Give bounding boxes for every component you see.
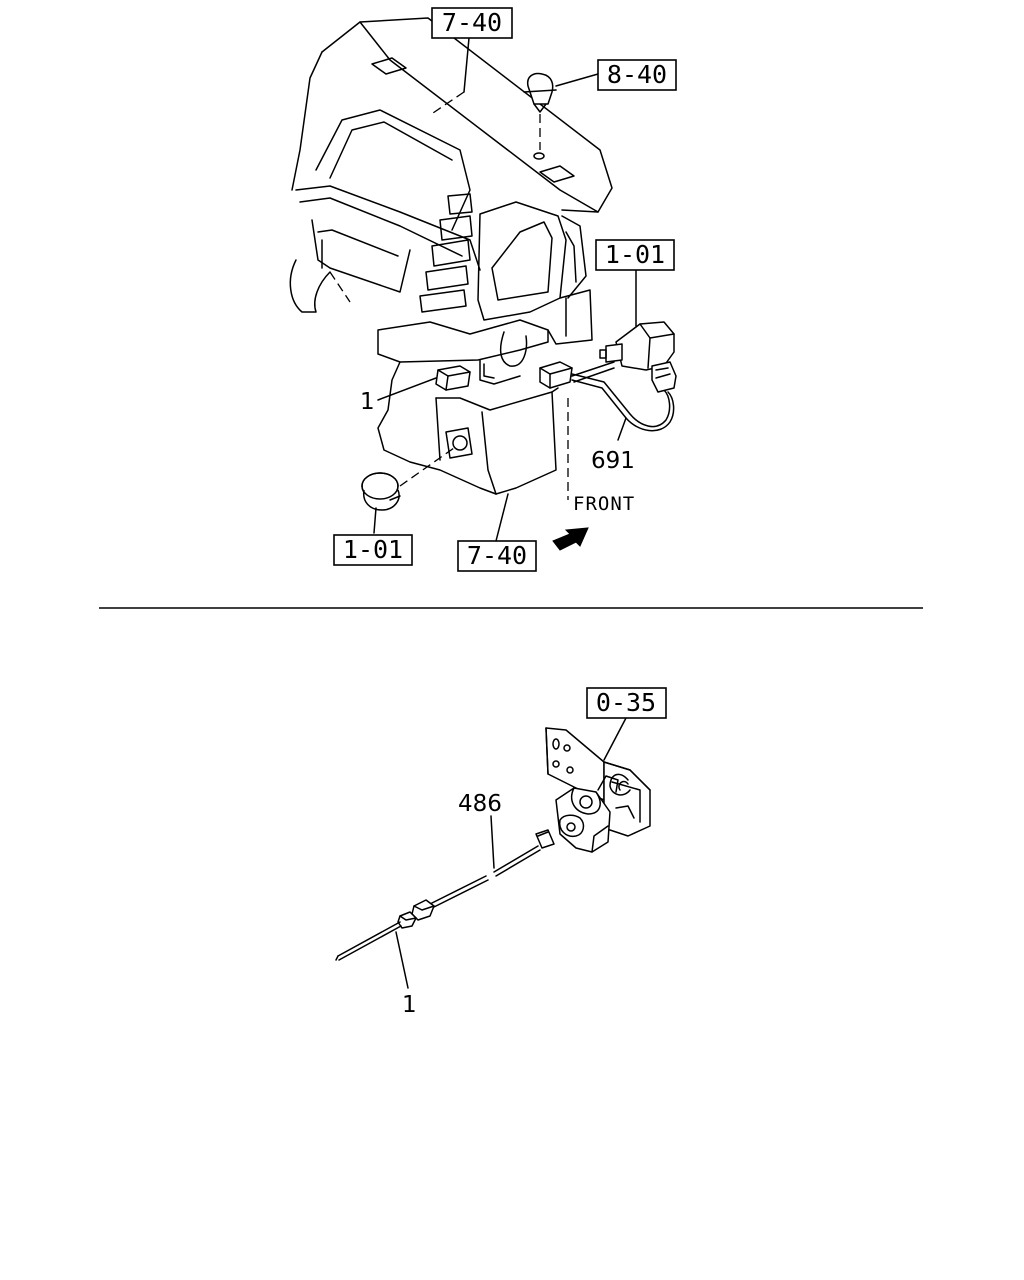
svg-text:8-40: 8-40 xyxy=(607,60,667,89)
leader-lines-top xyxy=(373,37,637,542)
front-direction-label: FRONT xyxy=(573,493,635,515)
callout-dash-panel-top: 7-40 xyxy=(431,7,513,39)
bracket-assembly xyxy=(545,727,651,853)
switch-knob-left xyxy=(361,447,455,511)
switch-right xyxy=(599,321,677,393)
part-number-harness-691: 691 xyxy=(591,448,635,474)
callout-bracket: 0-35 xyxy=(586,687,667,719)
svg-text:1-01: 1-01 xyxy=(343,535,403,564)
svg-text:0-35: 0-35 xyxy=(596,688,656,717)
harness-486 xyxy=(335,829,555,961)
callout-switch-right: 1-01 xyxy=(595,239,675,271)
part-number-harness-486: 486 xyxy=(458,791,502,817)
part-number-connector-top: 1 xyxy=(360,389,375,415)
callout-clip: 8-40 xyxy=(597,59,677,91)
dashboard-assembly xyxy=(289,17,613,500)
front-arrow-icon xyxy=(552,527,589,551)
connector-harness-top xyxy=(539,361,573,389)
svg-text:7-40: 7-40 xyxy=(467,541,527,570)
callout-dash-panel-bottom: 7-40 xyxy=(457,540,537,572)
harness-691 xyxy=(571,361,675,432)
callout-switch-left: 1-01 xyxy=(333,534,413,566)
leader-lines-bottom xyxy=(395,717,627,989)
part-number-connector-bottom: 1 xyxy=(402,992,417,1018)
svg-text:1-01: 1-01 xyxy=(605,240,665,269)
connector-1-top xyxy=(435,365,471,391)
clip-part xyxy=(523,72,557,160)
svg-text:7-40: 7-40 xyxy=(442,8,502,37)
